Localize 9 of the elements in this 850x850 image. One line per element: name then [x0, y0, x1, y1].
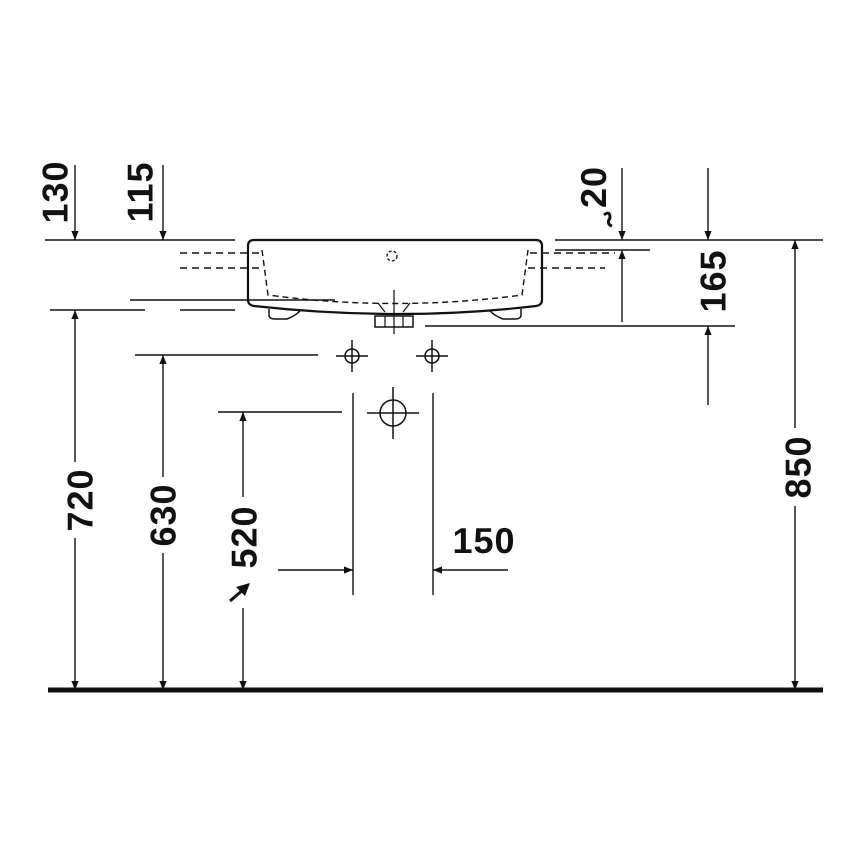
dimension-value: 165	[695, 249, 732, 313]
dimension-value: 20	[576, 166, 612, 208]
dimension-value: 850	[780, 435, 816, 499]
dimension-value: 115	[122, 161, 158, 223]
dimension-value: 520	[226, 505, 262, 569]
dimension-value: 150	[452, 523, 516, 559]
dimension-value: 130	[37, 160, 74, 224]
dimension-value: 630	[145, 483, 182, 547]
dimension-value: 720	[62, 468, 98, 532]
